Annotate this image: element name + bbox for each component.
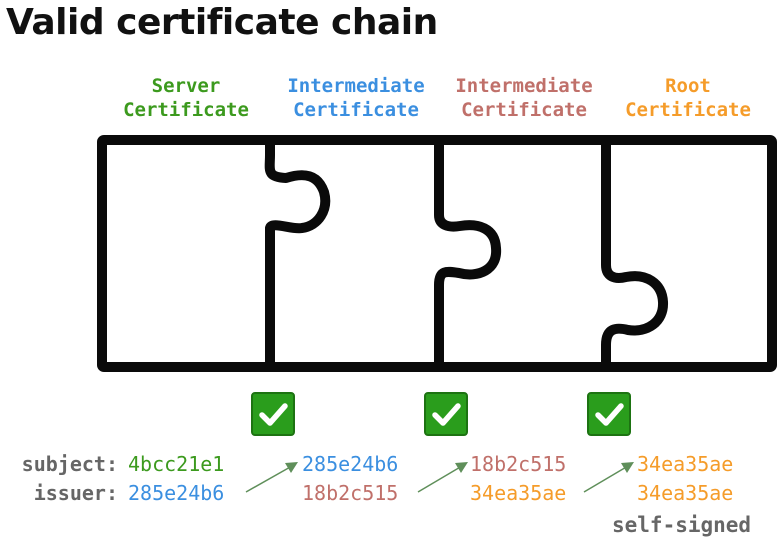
root-subject: 34ea35ae xyxy=(637,452,734,476)
issuer-label: issuer: xyxy=(33,481,118,505)
subject-label: subject: xyxy=(21,452,118,476)
intermediate1-issuer: 18b2c515 xyxy=(302,481,399,505)
column-title-intermediate-2: Intermediate Certificate xyxy=(434,74,614,122)
intermediate1-subject: 285e24b6 xyxy=(302,452,399,476)
column-title-intermediate-1: Intermediate Certificate xyxy=(266,74,446,122)
column-title-line: Intermediate xyxy=(287,75,425,97)
intermediate2-subject: 18b2c515 xyxy=(470,452,567,476)
check-icon xyxy=(259,403,288,426)
page-title: Valid certificate chain xyxy=(6,2,438,43)
self-signed-note: self-signed xyxy=(612,513,752,537)
valid-check-2 xyxy=(424,392,468,436)
column-title-line: Certificate xyxy=(625,99,751,121)
column-title-line: Server xyxy=(151,75,221,97)
column-title-line: Certificate xyxy=(123,99,249,121)
intermediate2-issuer: 34ea35ae xyxy=(470,481,567,505)
server-subject: 4bcc21e1 xyxy=(128,452,225,476)
valid-check-3 xyxy=(587,392,631,436)
valid-check-1 xyxy=(251,392,295,436)
column-title-server: Server Certificate xyxy=(96,74,276,122)
puzzle-seam-3 xyxy=(601,135,668,372)
puzzle-seam-1 xyxy=(264,135,331,372)
server-issuer: 285e24b6 xyxy=(128,481,225,505)
puzzle-seam-2 xyxy=(434,135,502,372)
column-title-line: Certificate xyxy=(461,99,587,121)
column-title-line: Root xyxy=(665,75,711,97)
check-icon xyxy=(595,403,624,426)
root-issuer: 34ea35ae xyxy=(637,481,734,505)
check-icon xyxy=(432,403,461,426)
column-title-line: Certificate xyxy=(293,99,419,121)
column-title-line: Intermediate xyxy=(455,75,593,97)
column-title-root: Root Certificate xyxy=(598,74,778,122)
